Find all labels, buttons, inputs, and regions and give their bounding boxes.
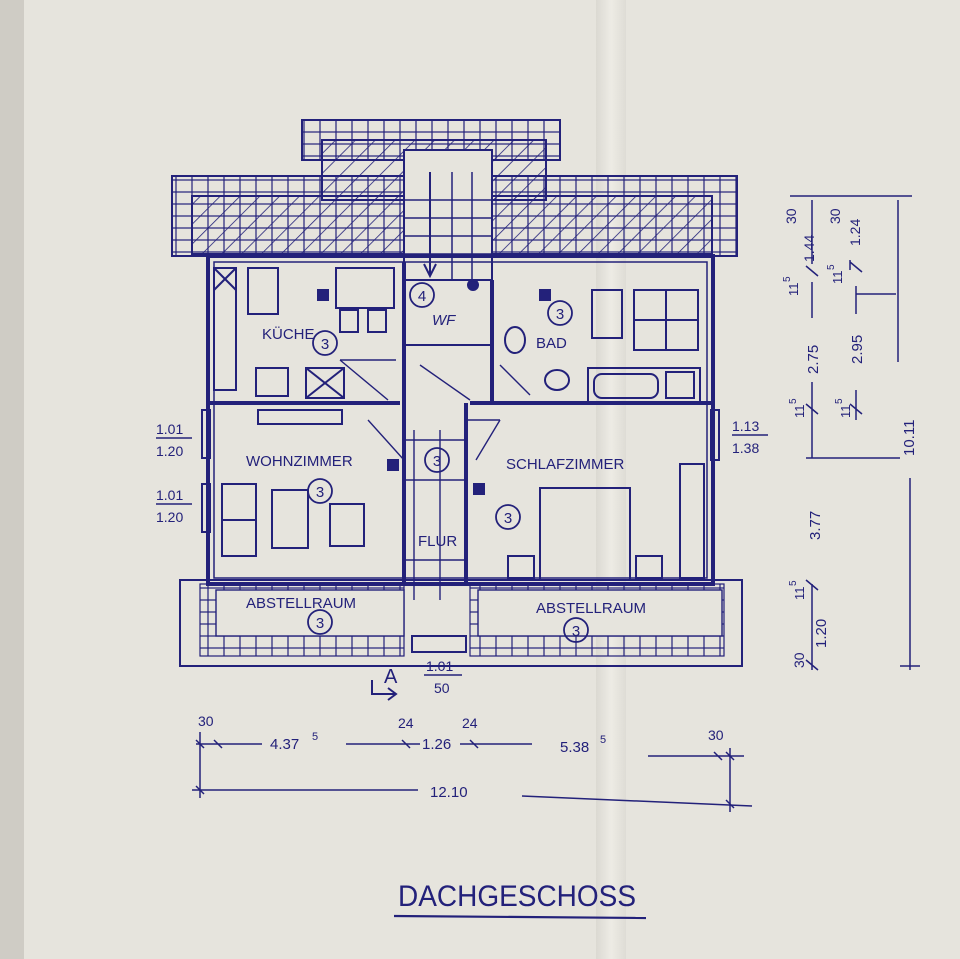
room-num-wohnzimmer: 3 (316, 484, 324, 501)
dim-bottom-total: 12.10 (430, 784, 468, 801)
window-left-bottom-upper: 1.01 (156, 487, 183, 503)
room-label-schlafzimmer: SCHLAFZIMMER (506, 456, 625, 473)
room-label-kueche: KÜCHE (262, 325, 315, 343)
dim-right-11-a-sup: 5 (782, 276, 793, 282)
drawing-title: DACHGESCHOSS (398, 880, 636, 913)
plan-linework (171, 119, 743, 701)
paper-edge (0, 0, 24, 959)
dim-bottom-538-sup: 5 (600, 734, 606, 746)
dim-bottom-24-a: 24 (398, 715, 414, 731)
dim-right-30-a: 30 (783, 208, 799, 224)
room-num-bad: 3 (556, 306, 564, 323)
room-label-abstellraum-right: ABSTELLRAUM (536, 600, 646, 617)
bottom-dimension-lines (192, 732, 753, 812)
outer-wall (206, 254, 715, 586)
dim-right-11-e-sup: 5 (788, 580, 799, 586)
window-left-top-upper: 1.01 (156, 421, 183, 437)
dim-bottom-30-right: 30 (708, 727, 724, 743)
door-dim-upper: 1.01 (426, 658, 453, 674)
room-num-abstellraum-right: 3 (572, 623, 580, 640)
dim-right-295: 2.95 (849, 335, 866, 364)
room-number-circles (307, 282, 589, 643)
dim-right-1011: 10.11 (901, 420, 918, 456)
dim-right-120: 1.20 (813, 619, 830, 648)
dim-right-11-d: 11 (838, 405, 853, 419)
dim-right-11-d-sup: 5 (834, 398, 845, 404)
dim-bottom-437: 4.37 (270, 736, 299, 753)
window-right-lower: 1.38 (732, 440, 759, 456)
section-marker: A (384, 666, 398, 688)
dim-right-11-e: 11 (792, 587, 807, 601)
room-num-flur: 3 (433, 453, 441, 470)
dim-bottom-24-b: 24 (462, 715, 478, 731)
window-right-upper: 1.13 (732, 418, 759, 434)
dim-right-377: 3.77 (807, 511, 824, 540)
dim-bottom-126: 1.26 (422, 736, 451, 753)
dim-right-124: 1.24 (847, 219, 863, 246)
dim-right-11-c: 11 (792, 405, 807, 419)
dim-right-11-b-sup: 5 (826, 264, 837, 270)
door-dim-lower: 50 (434, 680, 450, 696)
room-label-wf: WF (432, 312, 456, 329)
title-underline (393, 914, 647, 920)
window-left-top-lower: 1.20 (156, 443, 183, 459)
room-num-schlafzimmer: 3 (504, 510, 512, 527)
room-num-kueche: 3 (321, 336, 329, 353)
dim-right-275: 2.75 (805, 345, 822, 374)
room-num-abstellraum-left: 3 (316, 615, 324, 632)
dim-right-11-c-sup: 5 (788, 398, 799, 404)
dim-right-11-a: 11 (786, 283, 801, 297)
dim-bottom-437-sup: 5 (312, 731, 318, 743)
room-label-bad: BAD (536, 335, 567, 352)
dim-bottom-30-left: 30 (198, 713, 214, 729)
room-label-flur: FLUR (418, 533, 457, 550)
paper-fold (596, 0, 626, 959)
dim-right-11-b: 11 (830, 271, 845, 285)
room-num-wf: 4 (418, 288, 426, 305)
dim-right-30-b: 30 (827, 208, 843, 224)
room-label-abstellraum-left: ABSTELLRAUM (246, 595, 356, 612)
dim-right-30-bottom: 30 (791, 652, 807, 668)
room-label-wohnzimmer: WOHNZIMMER (246, 453, 353, 470)
window-left-bottom-lower: 1.20 (156, 509, 183, 525)
right-dimension-lines (790, 195, 920, 671)
dim-bottom-538: 5.38 (560, 739, 589, 756)
stair-core (403, 149, 493, 281)
dim-right-144: 1.44 (801, 235, 817, 262)
